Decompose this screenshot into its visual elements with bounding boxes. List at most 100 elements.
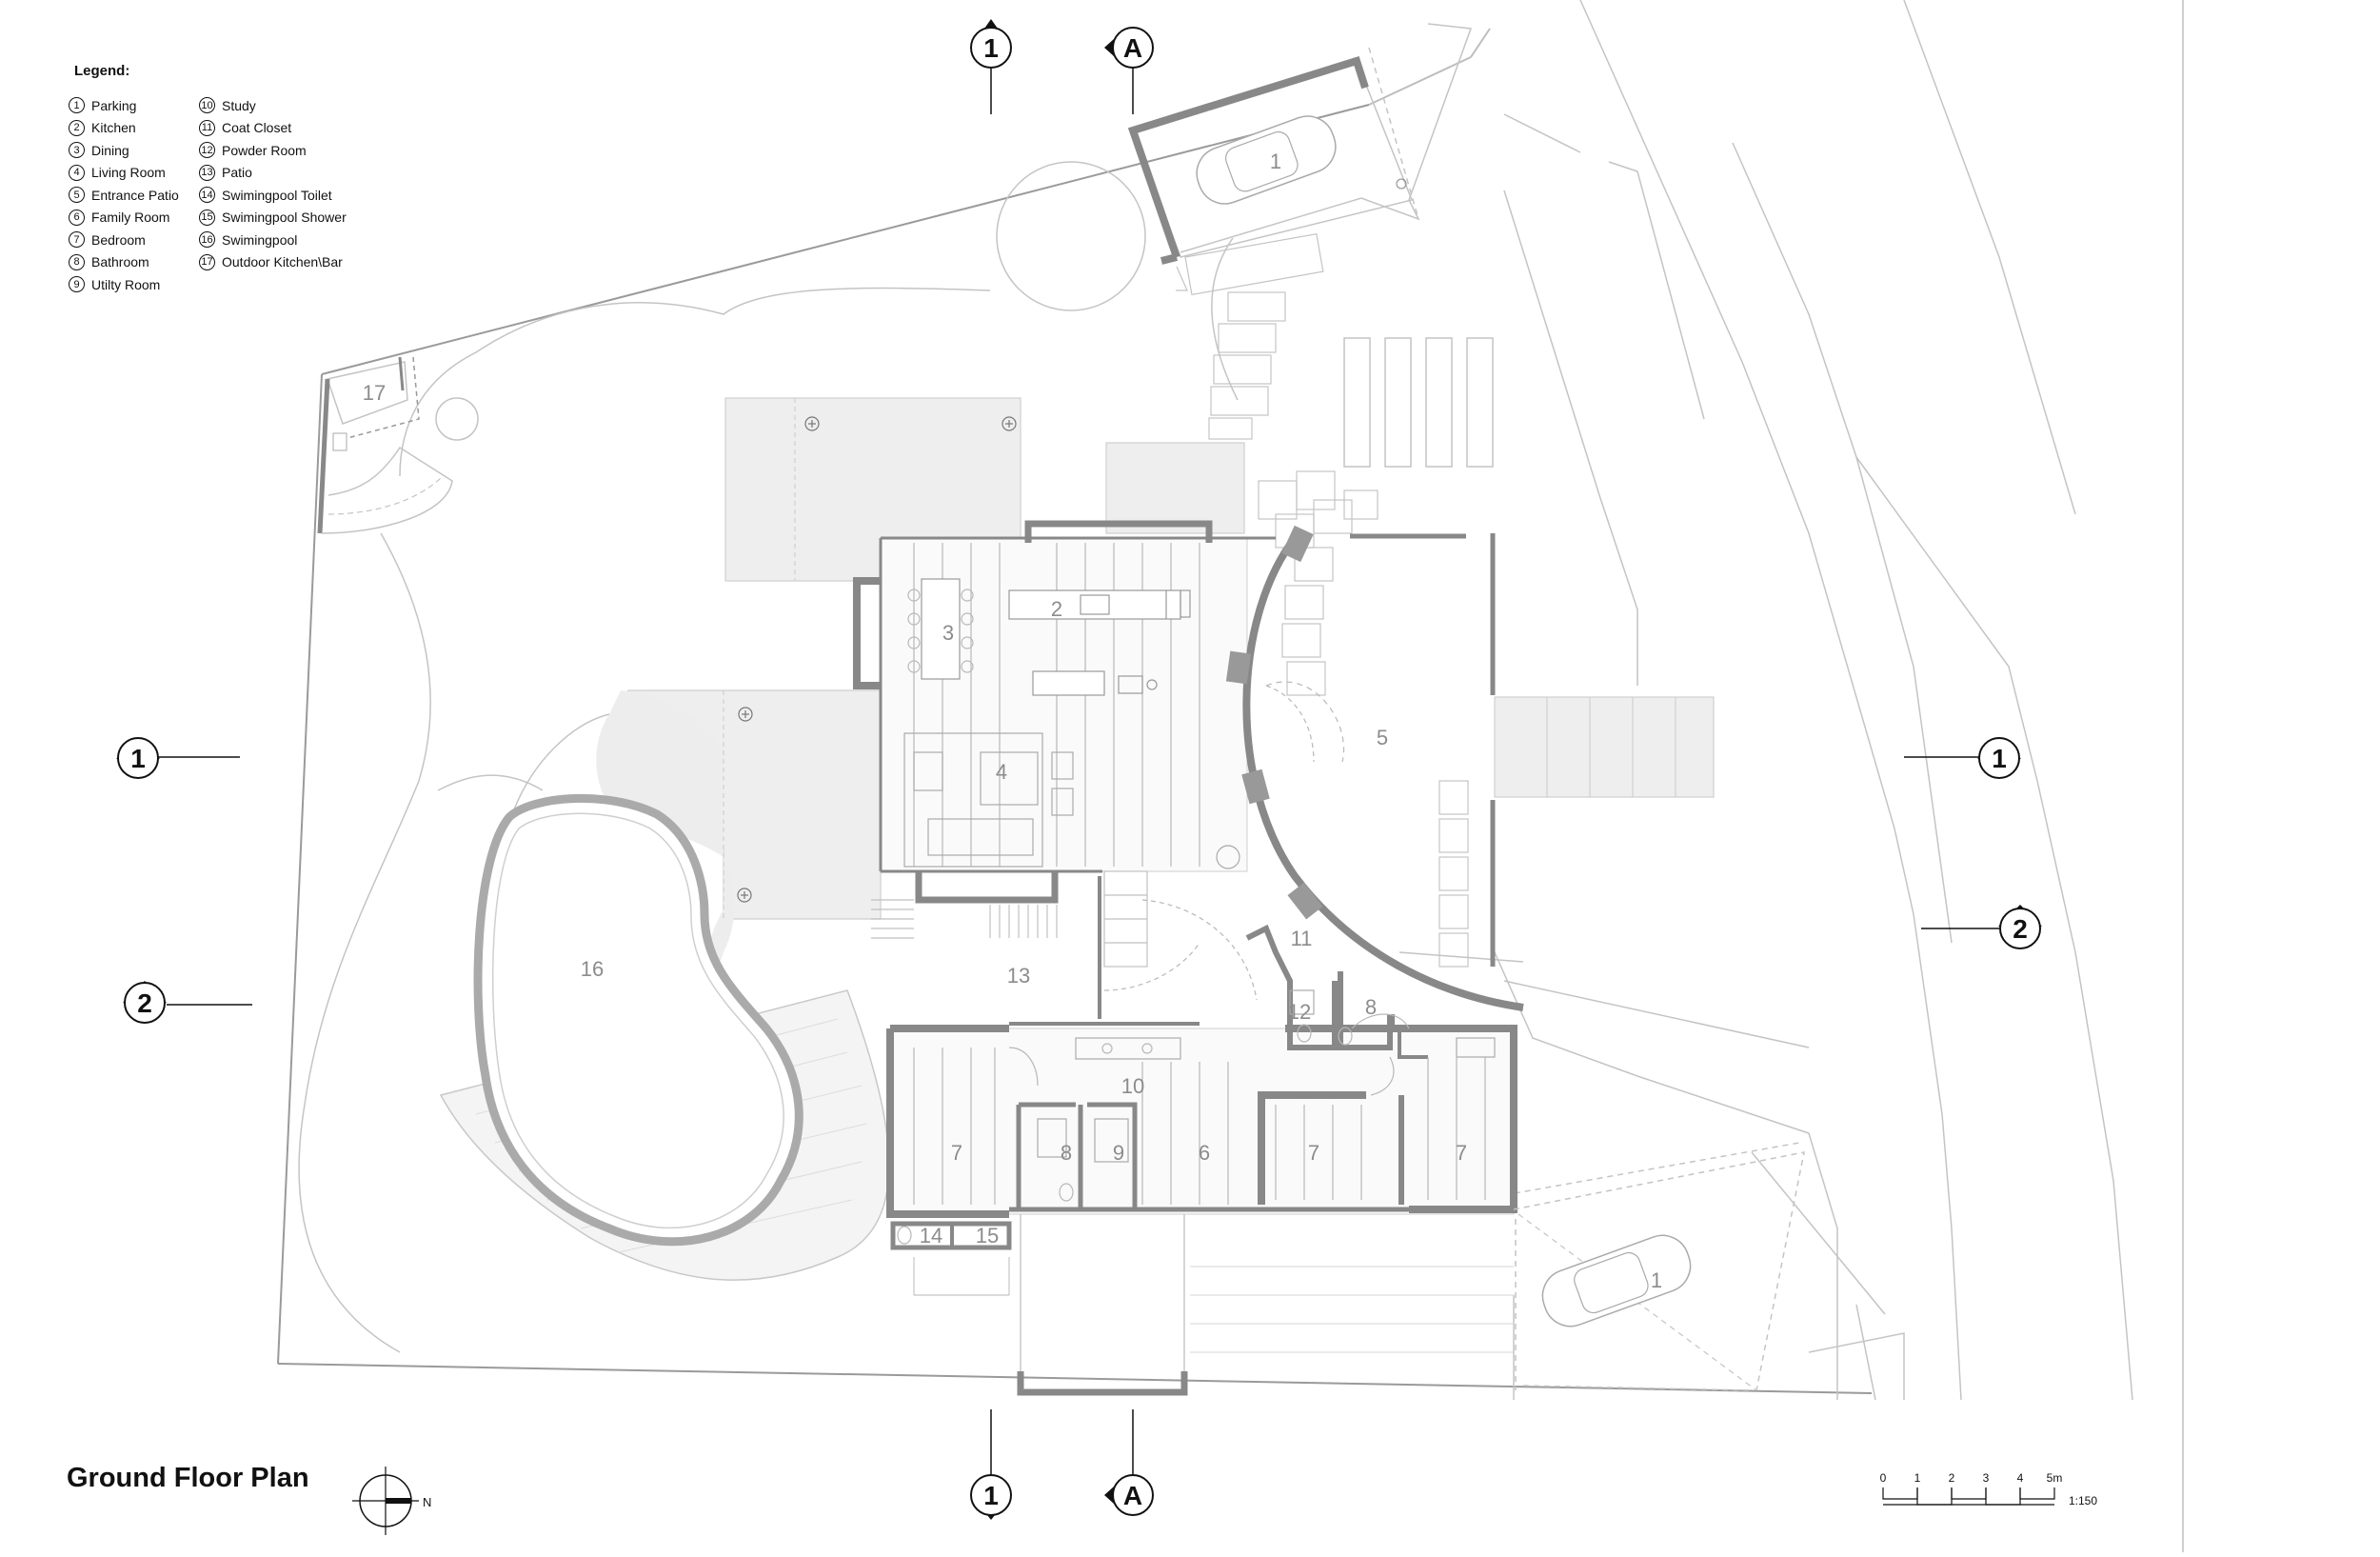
legend-label: Patio [222,165,252,180]
legend-label: Study [222,97,256,113]
legend-item: 17 Outdoor Kitchen\Bar [199,253,343,270]
room-label-pool-toilet: 14 [920,1224,942,1248]
legend-number: 3 [69,142,85,158]
legend-number: 9 [69,276,85,292]
room-label-coat-closet: 11 [1291,927,1313,950]
legend-number: 13 [199,164,215,181]
room-label-bedroom-a: 7 [951,1141,962,1165]
legend-number: 10 [199,97,215,113]
section-marker-bottom-1: 1 [970,1409,1012,1520]
legend-label: Coat Closet [222,120,292,135]
legend-number: 2 [69,119,85,136]
car-icon [1196,115,1337,205]
legend-label: Outdoor Kitchen\Bar [222,254,343,269]
room-label-entrance: 5 [1377,726,1388,749]
legend-label: Swimingpool Shower [222,210,347,225]
legend-number: 11 [199,119,215,136]
legend-number: 5 [69,187,85,203]
section-markers: 1 A 1 A 1 [116,19,2042,1520]
planter-beds [1343,337,1494,468]
svg-text:1: 1 [1992,744,2007,773]
light-points [737,416,1017,903]
legend-number: 14 [199,187,215,203]
svg-text:A: A [1123,1481,1142,1510]
legend-item: 3 Dining [69,142,129,158]
room-label-family: 6 [1199,1141,1210,1165]
room-label-pool-shower: 15 [976,1224,999,1248]
svg-text:2: 2 [137,988,152,1018]
legend-number: 15 [199,209,215,226]
site-boundary [277,28,1873,1394]
scale-tick: 3 [1983,1471,1990,1485]
legend-item: 10 Study [199,97,256,113]
legend-label: Dining [91,142,129,158]
legend-label: Living Room [91,165,166,180]
svg-text:1: 1 [130,744,146,773]
room-label-dining: 3 [942,621,954,645]
scale-tick: 2 [1949,1471,1955,1485]
svg-text:A: A [1123,33,1142,63]
shaded-zones-lines [723,398,1676,919]
stepping-stones [1208,291,1469,968]
svg-text:1: 1 [983,1481,999,1510]
outdoor-bar [317,356,453,534]
scale-tick: 4 [2017,1471,2024,1485]
legend-number: 12 [199,142,215,158]
legend-item: 11 Coat Closet [199,119,292,136]
plan-title: Ground Floor Plan [67,1463,309,1493]
legend-number: 8 [69,253,85,270]
svg-text:1: 1 [983,33,999,63]
section-marker-left-1: 1 [116,737,240,779]
legend-item: 2 Kitchen [69,119,136,136]
section-marker-left-2: 2 [123,981,252,1024]
landscape-curves [298,161,1239,1353]
legend-item: 13 Patio [199,164,252,181]
legend-number: 17 [199,253,215,270]
room-label-pool: 16 [581,957,604,981]
pool-area [439,793,890,1281]
scale-ticks: 0 1 2 3 4 5m 1:150 [1880,1471,2098,1507]
scale-bar [1882,1487,2055,1506]
scale-ratio: 1:150 [2069,1494,2097,1507]
legend-label: Family Room [91,210,170,225]
legend-label: Bathroom [91,254,149,269]
room-label-parking-bottom: 1 [1651,1268,1662,1292]
section-marker-top-a: A [1104,27,1154,114]
scale-tick: 0 [1880,1471,1887,1485]
legend-item: 6 Family Room [69,209,170,226]
legend-label: Kitchen [91,120,136,135]
section-marker-top-1: 1 [970,19,1012,114]
legend-label: Swimingpool Toilet [222,187,332,203]
room-label-parking-top: 1 [1270,150,1281,173]
legend-label: Parking [91,97,137,113]
room-label-patio: 13 [1007,964,1030,988]
legend-number: 7 [69,231,85,248]
room-label-study: 10 [1121,1074,1144,1098]
scale-tick: 5m [2047,1471,2063,1485]
legend-item: 15 Swimingpool Shower [199,209,347,226]
legend-label: Bedroom [91,231,146,248]
legend-label: Utilty Room [91,276,161,292]
section-marker-right-2: 2 [1921,905,2042,949]
legend-number: 6 [69,209,85,226]
car-icon [1541,1234,1692,1327]
legend-item: 7 Bedroom [69,231,146,248]
interior-fixtures [871,543,1496,1245]
north-arrow-icon: N [352,1467,431,1535]
parking-bottom [913,1151,1805,1391]
legend-item: 9 Utilty Room [69,276,160,292]
north-label: N [423,1495,431,1509]
room-label-bathroom-b: 8 [1365,995,1377,1019]
room-label-living: 4 [996,760,1007,784]
parking-top [1127,23,1473,296]
room-label-bedroom-c: 7 [1456,1141,1467,1165]
section-marker-bottom-a: A [1104,1409,1154,1516]
section-marker-right-1: 1 [1904,737,2021,779]
room-label-bedroom-b: 7 [1308,1141,1319,1165]
